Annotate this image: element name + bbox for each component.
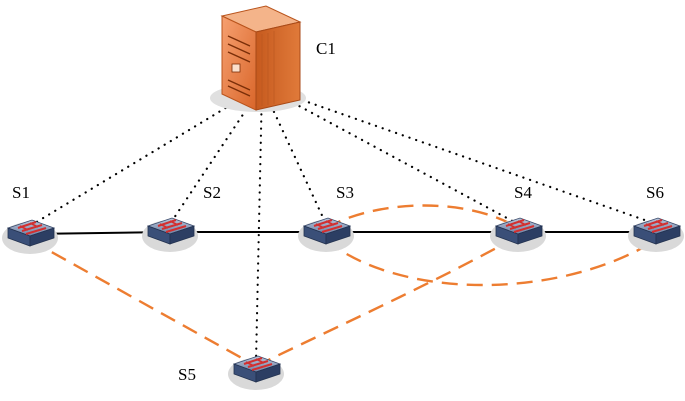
control-link-c1-s5 [254, 84, 264, 364]
switch-label-s4: S4 [514, 183, 532, 202]
switch-label-s6: S6 [646, 183, 664, 202]
switch-label-s5: S5 [178, 365, 196, 384]
switch-nodes [1, 217, 685, 390]
switch-icon-s4 [489, 217, 547, 252]
control-link-c1-s1 [28, 84, 264, 228]
virtual-link-s3-s6 [325, 238, 657, 287]
control-link-c1-s6 [260, 84, 658, 226]
switch-icon-s3 [297, 217, 355, 252]
virtual-link-s1-s5 [29, 238, 257, 368]
switch-icon-s6 [627, 217, 685, 252]
server-icon [210, 5, 306, 112]
switch-icon-s2 [141, 217, 199, 252]
control-link-c1-s3 [260, 84, 328, 226]
switch-label-s3: S3 [336, 183, 354, 202]
switch-label-s2: S2 [203, 183, 221, 202]
switch-label-s1: S1 [12, 183, 30, 202]
virtual-link-s3-s4 [325, 204, 519, 230]
control-link-c1-s4 [260, 84, 520, 226]
virtual-links [29, 204, 657, 368]
virtual-link-s5-s4 [255, 234, 519, 368]
switch-icon-s1 [1, 219, 59, 254]
controller-label: C1 [316, 39, 336, 58]
switch-icon-s5 [227, 355, 285, 390]
